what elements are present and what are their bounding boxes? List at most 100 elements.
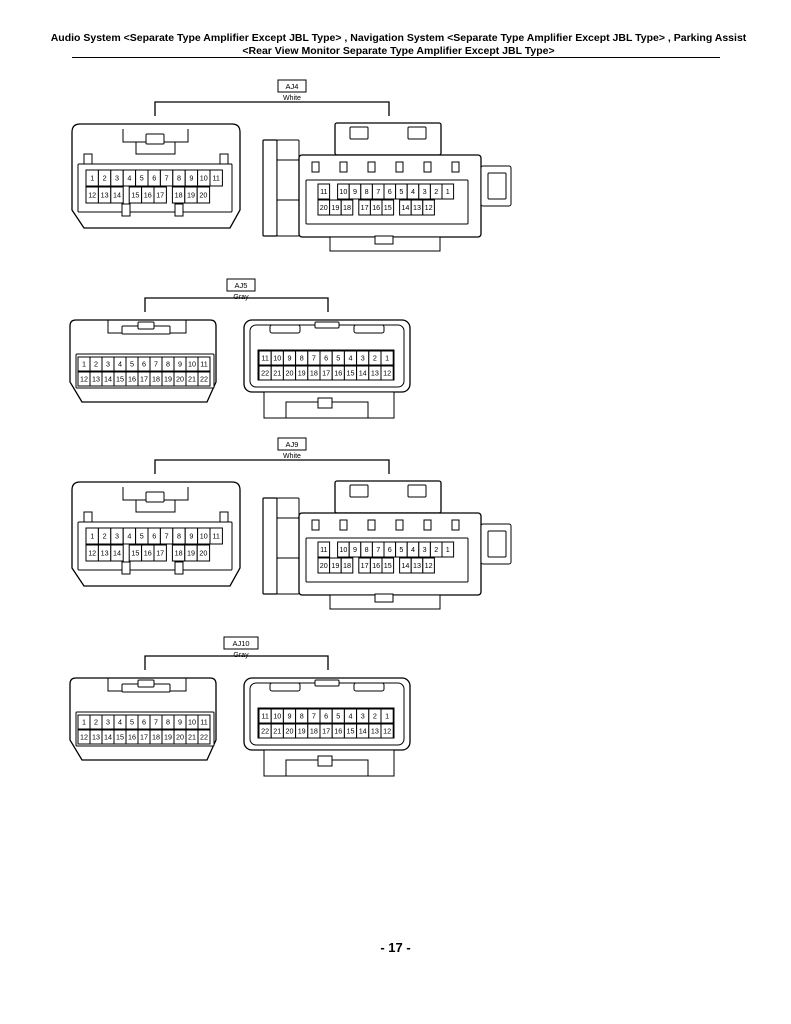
pin-cell: 18 [340, 557, 354, 574]
pin-label: 8 [300, 354, 304, 363]
pin-cell: 7 [149, 356, 163, 372]
pin-label: 4 [127, 174, 131, 183]
pin-label: 9 [353, 545, 357, 554]
pin-label: 13 [92, 375, 100, 384]
pin-label: 12 [80, 375, 88, 384]
pin-label: 19 [187, 191, 195, 200]
pin-cell: 1 [380, 350, 394, 366]
pin-label: 10 [339, 545, 347, 554]
pin-cell: 1 [441, 541, 455, 558]
pin-cell: 6 [383, 183, 397, 200]
pin-label: 11 [320, 187, 327, 196]
pin-label: 5 [336, 712, 340, 721]
pin-label: 14 [113, 191, 121, 200]
pin-cell: 13 [410, 557, 424, 574]
pin-cell: 8 [295, 350, 309, 366]
pin-cell: 17 [137, 371, 151, 387]
pin-label: 8 [166, 360, 170, 369]
pin-cell: 3 [101, 356, 115, 372]
pin-label: 20 [320, 203, 328, 212]
pin-label: 6 [324, 712, 328, 721]
pin-cell: 11 [258, 350, 272, 366]
pin-label: 20 [199, 549, 207, 558]
pin-cell: 10 [197, 169, 211, 187]
pin-cell: 14 [399, 557, 412, 574]
pin-cell: 15 [128, 544, 143, 562]
pin-cell: 9 [348, 183, 362, 200]
pin-label: 4 [349, 354, 353, 363]
pin-label: 19 [331, 203, 339, 212]
pin-label: 1 [446, 545, 450, 554]
pin-cell: 2 [368, 350, 382, 366]
pin-cell: 16 [141, 186, 155, 204]
pin-cell: 19 [295, 723, 309, 739]
pin-label: 14 [113, 549, 121, 558]
pin-cell: 13 [97, 186, 112, 204]
pin-label: 14 [359, 727, 367, 736]
pin-cell: 18 [171, 186, 186, 204]
pin-cell: 4 [343, 350, 358, 366]
pin-label: 18 [175, 191, 183, 200]
pin-label: 7 [154, 360, 158, 369]
pin-cell: 12 [380, 723, 394, 739]
pin-label: 3 [106, 718, 110, 727]
pin-label: 11 [212, 532, 219, 541]
pin-cell: 13 [410, 199, 424, 216]
pin-label: 8 [166, 718, 170, 727]
pin-cell: 6 [319, 350, 333, 366]
pin-cell: 17 [358, 557, 371, 574]
pin-cell: 4 [113, 714, 127, 730]
pin-cell: 8 [360, 541, 373, 558]
pin-label: 1 [90, 532, 94, 541]
pin-label: 16 [334, 727, 342, 736]
page-number: - 17 - [380, 940, 411, 955]
pin-label: 2 [373, 354, 377, 363]
pin-label: 15 [116, 375, 124, 384]
pin-label: 2 [103, 532, 107, 541]
pin-label: 15 [131, 191, 139, 200]
connector-code: AJ9 [286, 440, 299, 449]
header-line-2: <Rear View Monitor Separate Type Amplifi… [242, 45, 555, 57]
connector-code: AJ4 [286, 82, 299, 91]
pin-label: 2 [94, 360, 98, 369]
pin-label: 8 [365, 187, 369, 196]
pin-label: 15 [384, 561, 392, 570]
pin-label: 5 [140, 532, 144, 541]
pin-label: 14 [359, 369, 367, 378]
pin-cell: 10 [185, 714, 199, 730]
pin-label: 4 [411, 545, 415, 554]
pin-label: 13 [413, 203, 421, 212]
connector-color: White [283, 95, 301, 102]
pin-cell: 6 [383, 541, 397, 558]
pin-cell: 4 [122, 169, 137, 187]
pin-cell: 1 [77, 356, 91, 372]
pin-label: 3 [361, 712, 365, 721]
pin-label: 21 [273, 369, 281, 378]
pin-cell: 19 [184, 186, 198, 204]
pin-label: 15 [131, 549, 139, 558]
pin-cell: 20 [173, 371, 187, 387]
pin-label: 17 [361, 203, 369, 212]
pin-cell: 16 [331, 723, 345, 739]
pin-label: 12 [425, 203, 433, 212]
pin-label: 7 [165, 174, 169, 183]
pin-cell: 9 [184, 169, 199, 187]
pin-label: 9 [189, 532, 193, 541]
pin-cell: 8 [360, 183, 373, 200]
pin-cell: 16 [331, 365, 345, 381]
pin-label: 12 [88, 191, 96, 200]
pin-cell: 21 [185, 729, 199, 745]
pin-cell: 6 [137, 714, 151, 730]
pin-cell: 5 [135, 527, 149, 545]
pin-cell: 3 [356, 708, 370, 724]
pin-label: 1 [446, 187, 450, 196]
pin-label: 8 [300, 712, 304, 721]
